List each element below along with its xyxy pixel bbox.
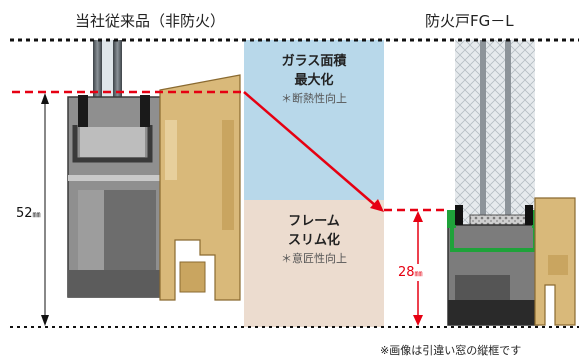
glass-callout-line1: ガラス面積 bbox=[281, 54, 347, 69]
left-title: 当社従来品（非防火） bbox=[75, 12, 226, 30]
glass-callout-line2: 最大化 bbox=[294, 73, 334, 88]
frame-callout-line1: フレーム bbox=[288, 214, 340, 229]
left-dimension-value: 52 bbox=[16, 206, 33, 221]
frame-callout-line2: スリム化 bbox=[287, 233, 340, 248]
left-dimension-arrow bbox=[41, 93, 49, 326]
right-dimension-unit: ㎜ bbox=[414, 269, 423, 278]
glass-callout: ガラス面積 最大化 ＊断熱性向上 bbox=[244, 52, 384, 106]
right-title: 防火戸FG－L bbox=[425, 12, 514, 30]
conventional-frame-section bbox=[67, 40, 241, 301]
left-dimension-unit: ㎜ bbox=[32, 210, 41, 219]
frame-callout-sub: ＊意匠性向上 bbox=[281, 252, 347, 265]
glass-zone bbox=[244, 40, 384, 200]
reduction-arrow bbox=[243, 91, 377, 207]
frame-zone bbox=[244, 200, 384, 327]
footnote: ※画像は引違い窓の縦框です bbox=[380, 344, 522, 357]
glass-callout-sub: ＊断熱性向上 bbox=[281, 92, 347, 105]
right-dimension-value: 28 bbox=[398, 265, 415, 280]
fire-door-frame-section bbox=[447, 40, 576, 326]
frame-callout: フレーム スリム化 ＊意匠性向上 bbox=[244, 212, 384, 266]
reduction-arrowhead bbox=[370, 199, 384, 212]
left-dimension-label: 52㎜ bbox=[14, 205, 43, 222]
right-dimension-label: 28㎜ bbox=[396, 264, 425, 281]
